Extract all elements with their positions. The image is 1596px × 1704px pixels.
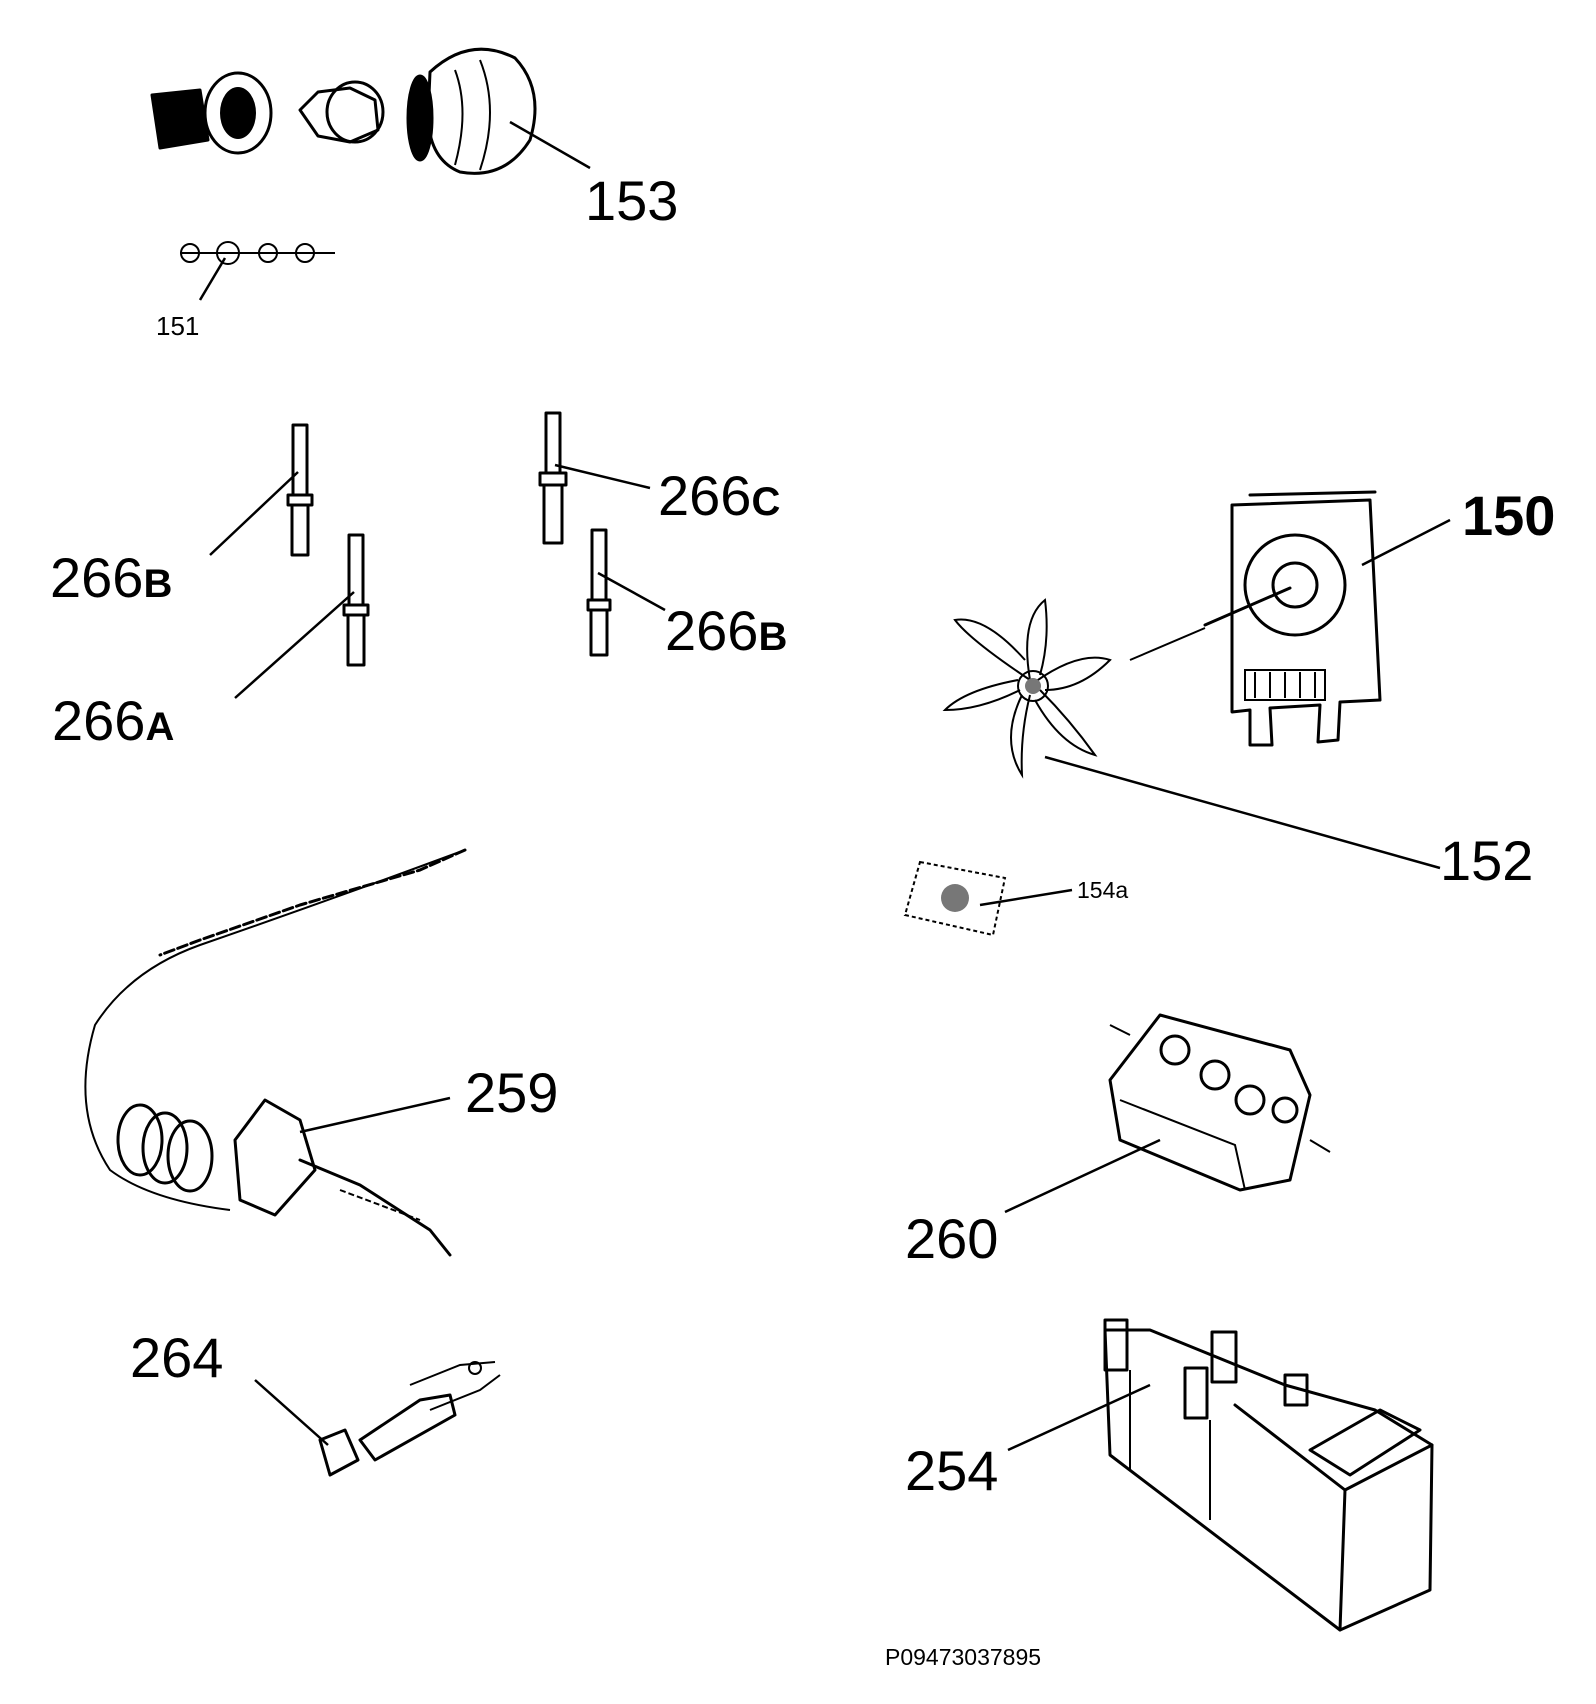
connector-terminal-icon [318,1361,501,1477]
leader-152 [1044,755,1441,870]
callout-154a: 154a [1077,877,1128,903]
leader-266c [554,463,651,490]
terminal-block-icon [1103,1318,1434,1632]
selector-switch-icon [1108,1013,1331,1192]
pin-connector-icon [538,411,568,545]
callout-266c: 266C [658,464,780,527]
leader-154a [979,888,1073,907]
leader-260 [1004,1138,1161,1214]
lamp-assembly-icon [150,47,537,175]
callout-264: 264 [130,1326,223,1389]
callout-152: 152 [1440,829,1533,892]
leader-266b-left [209,471,299,556]
callout-260: 260 [905,1207,998,1270]
callout-150: 150 [1462,484,1555,547]
leader-254 [1007,1383,1151,1452]
reference-code: P09473037895 [885,1644,1041,1670]
thermostat-capillary-icon [84,848,467,1257]
callout-266a: 266A [52,689,174,752]
pin-connector-icon [586,528,612,657]
callout-266b-left: 266B [50,546,172,609]
leader-151 [198,257,227,301]
callout-153: 153 [585,169,678,232]
pin-connector-icon [286,423,314,557]
callout-259: 259 [465,1061,558,1124]
callout-151: 151 [156,311,199,341]
pin-connector-icon [342,533,370,667]
leader-259 [299,1096,451,1134]
leader-264 [254,1379,329,1446]
leader-150 [1361,518,1451,567]
fan-blade-icon [942,598,1112,779]
callout-266b-right: 266B [665,599,787,662]
gasket-icon [903,860,1007,937]
leader-266a [234,591,355,699]
leader-153 [509,120,591,170]
chain-icon [180,241,335,265]
leader-266b-right [597,571,666,612]
callout-254: 254 [905,1439,998,1502]
fan-motor-icon [1129,490,1382,747]
